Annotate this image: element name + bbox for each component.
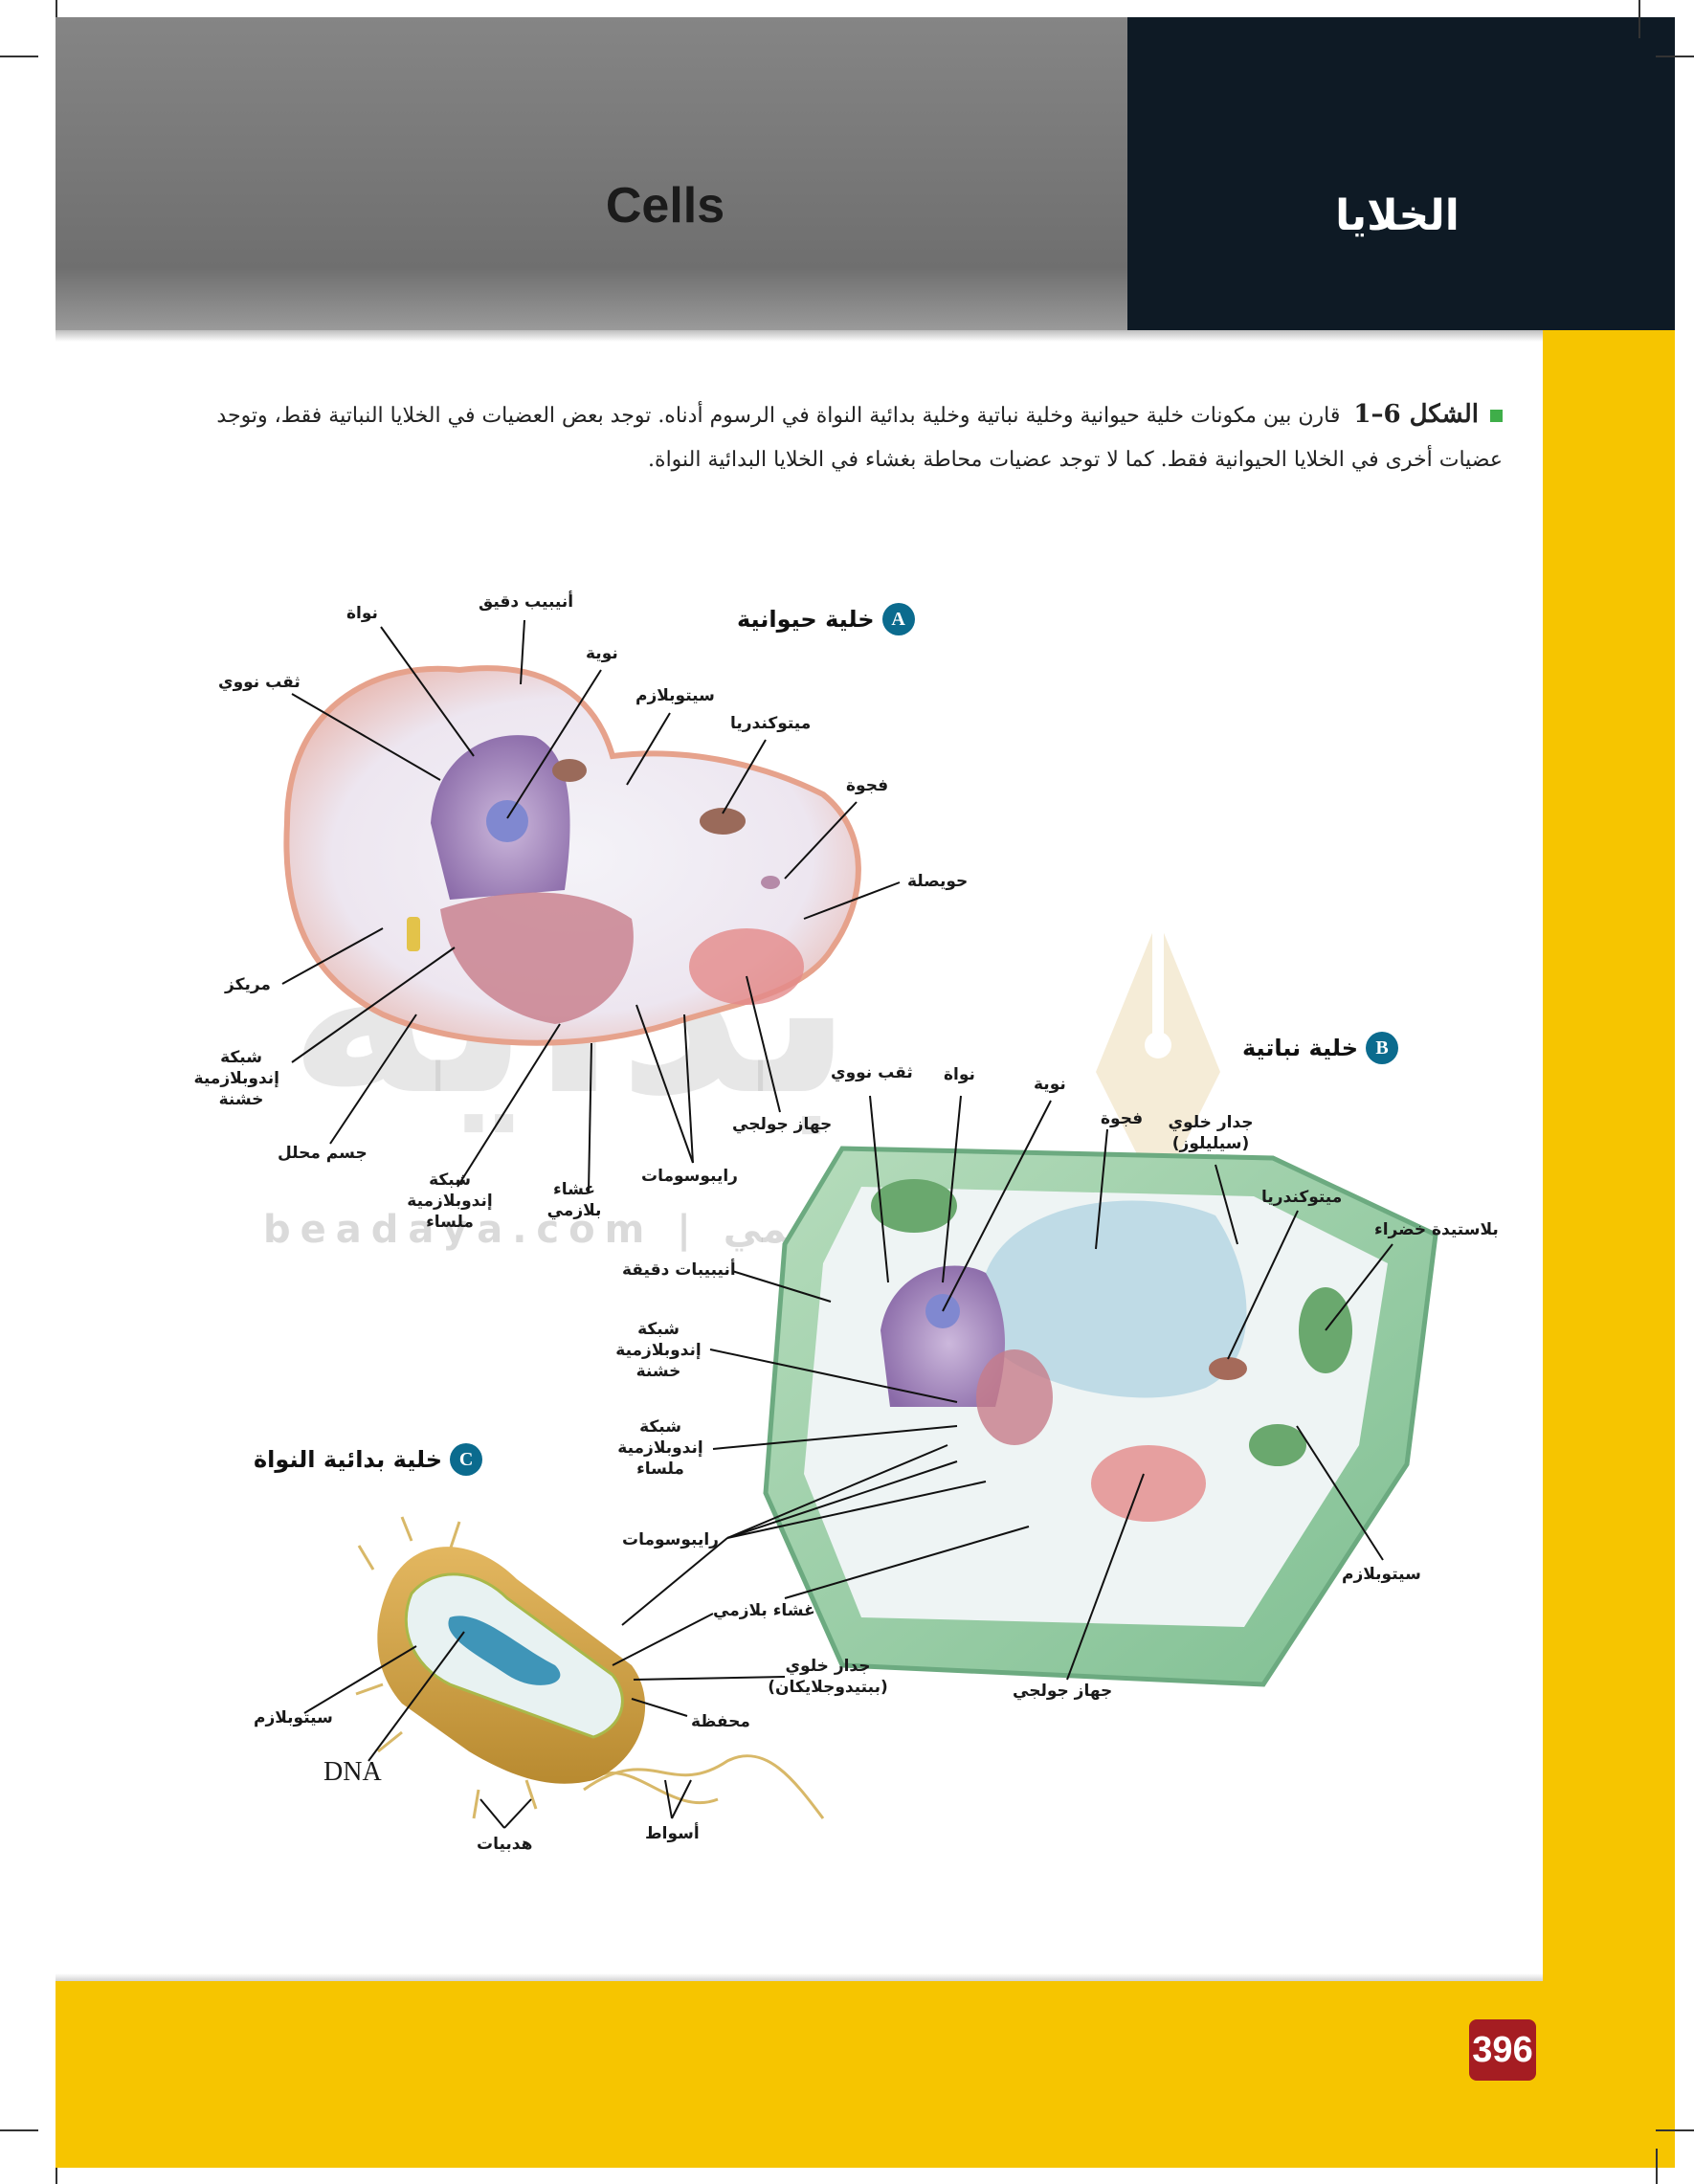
label-smooth-er: شبكة إندوبلازمية ملساء — [407, 1170, 493, 1232]
label-plasma-membrane: غشاء بلازمي — [713, 1601, 815, 1620]
label-golgi: جهاز جولجي — [732, 1115, 833, 1134]
label-nuclear-pore: ثقب نووي — [218, 673, 301, 692]
label-mitochondria: ميتوكندريا — [730, 714, 812, 733]
label-microtubule: أنيبيب دقيق — [479, 592, 574, 612]
label-golgi: جهاز جولجي — [1013, 1682, 1113, 1701]
label-cytoplasm: سيتوبلازم — [635, 686, 715, 705]
crop-mark — [1656, 2129, 1694, 2131]
prokaryote-body — [377, 1547, 646, 1784]
page-number: 396 — [1469, 2019, 1536, 2081]
crop-mark — [0, 2129, 38, 2131]
leader-lines — [281, 619, 1393, 1829]
figure-label: الشكل 6–1 — [1353, 400, 1479, 429]
plant-cell-title: B خلية نباتية — [1242, 1032, 1398, 1064]
label-nucleus: نواة — [944, 1065, 975, 1084]
animal-cell-title-text: خلية حيوانية — [737, 606, 875, 633]
side-accent-strip — [1543, 330, 1675, 1981]
caption-text: قارن بين مكونات خلية حيوانية وخلية نباتي… — [216, 404, 1503, 472]
header-band — [56, 17, 1127, 330]
prokaryote-cell-title: C خلية بدائية النواة — [254, 1443, 483, 1476]
header-shadow — [56, 330, 1543, 342]
label-flagella: أسواط — [645, 1824, 700, 1843]
label-vesicle: حويصلة — [907, 872, 969, 891]
chapter-title-en: Cells — [605, 178, 725, 234]
label-nucleolus: نوية — [1034, 1075, 1066, 1094]
prokaryote-cell-drawing — [355, 1516, 825, 1819]
label-nuclear-pore: ثقب نووي — [831, 1063, 913, 1082]
crop-mark — [56, 2168, 57, 2184]
caption-bullet-icon — [1490, 410, 1503, 422]
label-plasma-membrane: غشاء بلازمي — [546, 1180, 602, 1220]
label-pili: هدبيات — [477, 1835, 533, 1854]
label-centriole: مريكز — [225, 975, 271, 994]
label-dna: DNA — [323, 1757, 382, 1787]
label-chloroplast: بلاستيدة خضراء — [1374, 1220, 1499, 1239]
badge-a: A — [881, 603, 915, 635]
label-ribosomes: رايبوسومات — [622, 1530, 719, 1549]
label-nucleolus: نوية — [586, 644, 618, 663]
label-capsule: محفظة — [691, 1712, 750, 1731]
figure-caption: الشكل 6–1قارن بين مكونات خلية حيوانية وخ… — [172, 392, 1503, 482]
header-title-panel — [1127, 17, 1675, 330]
crop-mark — [56, 0, 57, 17]
prokaryote-cell-title-text: خلية بدائية النواة — [254, 1446, 443, 1473]
label-cell-wall: جدار خلوي (ببتيدوجلايكان) — [768, 1657, 888, 1697]
label-cytoplasm: سيتوبلازم — [1342, 1565, 1421, 1584]
label-lysosome: جسم محلل — [278, 1144, 368, 1163]
label-rough-er: شبكة إندوبلازمية خشنة — [615, 1320, 702, 1381]
label-microtubules: أنيبيبات دقيقة — [622, 1260, 736, 1280]
label-nucleus: نواة — [346, 604, 378, 623]
badge-c: C — [450, 1443, 483, 1476]
plant-cell-title-text: خلية نباتية — [1242, 1035, 1358, 1061]
label-ribosomes: رايبوسومات — [641, 1167, 738, 1186]
label-vacuole: فجوة — [1101, 1109, 1144, 1128]
footer-shadow — [56, 1973, 1543, 1983]
label-mitochondria: ميتوكندريا — [1261, 1188, 1343, 1207]
label-rough-er: شبكة إندوبلازمية خشنة — [193, 1048, 279, 1109]
badge-b: B — [1365, 1032, 1398, 1064]
label-smooth-er: شبكة إندوبلازمية ملساء — [617, 1417, 703, 1479]
crop-mark — [0, 56, 38, 57]
crop-mark — [1656, 56, 1694, 57]
label-cell-wall: جدار خلوي (سيليلوز) — [1168, 1113, 1254, 1153]
label-vacuole: فجوة — [846, 776, 889, 795]
label-cytoplasm: سيتوبلازم — [254, 1708, 333, 1727]
crop-mark — [1656, 2149, 1658, 2184]
footer-band — [56, 1981, 1675, 2168]
crop-mark — [1638, 0, 1640, 38]
plant-cell-drawing — [763, 1146, 1438, 1687]
chapter-title-ar: الخلايا — [1335, 191, 1460, 240]
